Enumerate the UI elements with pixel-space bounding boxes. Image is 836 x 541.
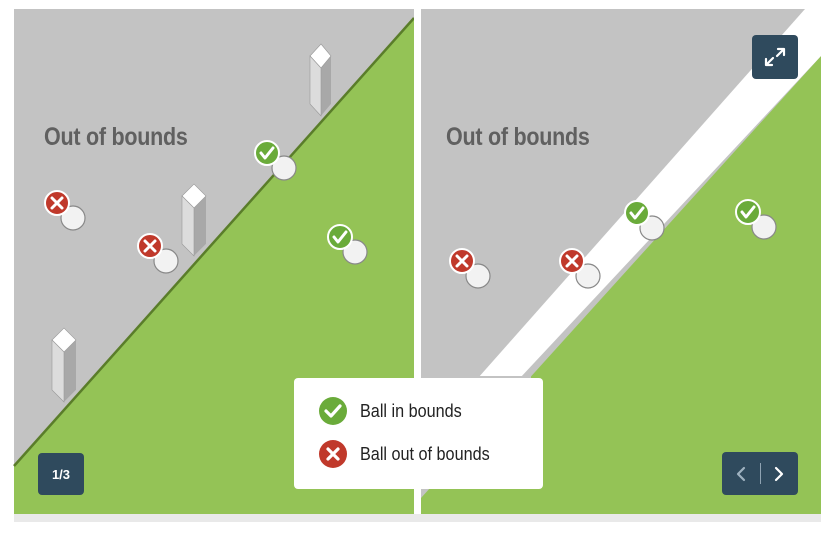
next-button[interactable] <box>761 452 799 495</box>
prev-button[interactable] <box>722 452 760 495</box>
legend-out-label: Ball out of bounds <box>360 444 490 465</box>
boundary-post <box>52 328 76 402</box>
boundary-post <box>310 44 331 116</box>
legend: Ball in bounds Ball out of bounds <box>294 378 543 489</box>
slide-navigation <box>722 452 798 495</box>
legend-in-label: Ball in bounds <box>360 401 462 422</box>
right-panel-label: Out of bounds <box>446 123 590 152</box>
chevron-left-icon <box>735 466 747 482</box>
slide-counter: 1/3 <box>38 453 84 495</box>
legend-item-out: Ball out of bounds <box>318 439 504 469</box>
check-circle-icon <box>318 396 348 426</box>
legend-item-in: Ball in bounds <box>318 396 473 426</box>
x-circle-icon <box>318 439 348 469</box>
expand-icon <box>752 35 798 79</box>
boundary-post <box>182 184 206 256</box>
expand-button[interactable] <box>752 35 798 79</box>
chevron-right-icon <box>773 466 785 482</box>
left-panel-label: Out of bounds <box>44 123 188 152</box>
